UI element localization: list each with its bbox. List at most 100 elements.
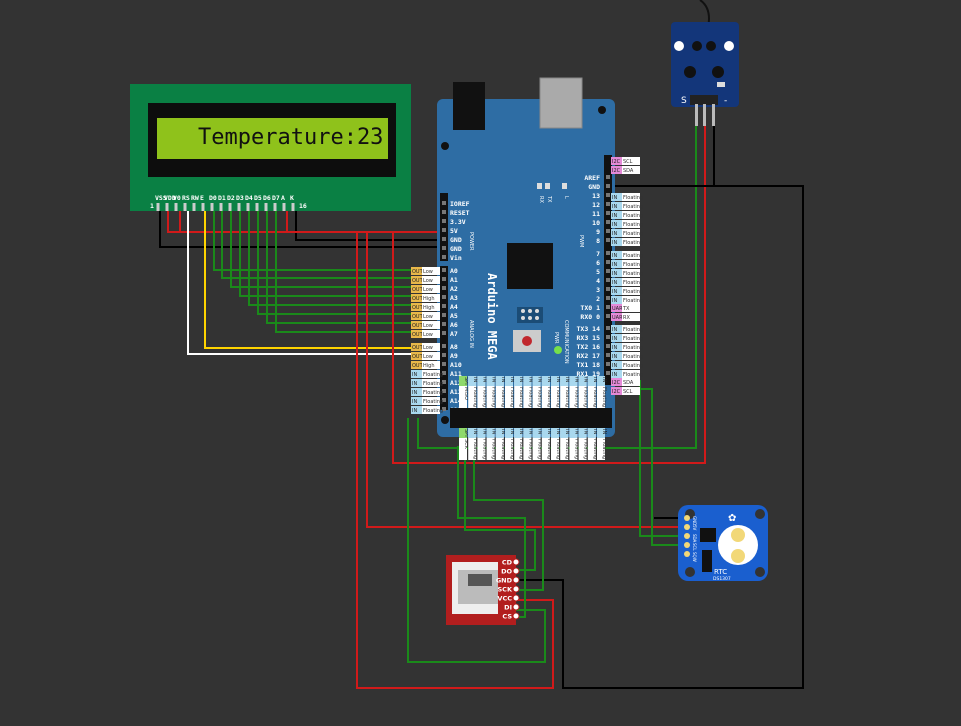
wire-gnd-bus[interactable] [515,185,804,689]
analog-pin[interactable] [442,380,446,384]
comm-pin[interactable] [606,326,610,330]
wire-d2[interactable] [230,210,443,288]
rtc-pin[interactable] [684,551,690,557]
sensor-pin[interactable] [712,104,715,126]
rtc-pin[interactable] [684,524,690,530]
wire-sensor-gnd[interactable] [610,120,715,187]
power-pin[interactable] [442,237,446,241]
sd-pin[interactable] [512,585,520,593]
comm-pin[interactable] [606,314,610,318]
sd-pin[interactable] [512,567,520,575]
analog-pin[interactable] [442,286,446,290]
lcd-pin[interactable] [228,203,232,211]
wire-sd-do[interactable] [464,446,536,571]
temperature-sensor[interactable]: S - [671,0,739,126]
analog-pin[interactable] [442,353,446,357]
wire-d3[interactable] [239,210,443,297]
wire-sd-sck[interactable] [473,446,544,591]
rtc-pin[interactable] [684,515,690,521]
power-pin[interactable] [442,210,446,214]
sensor-pin[interactable] [703,104,706,126]
analog-pin[interactable] [442,344,446,348]
analog-pin[interactable] [442,304,446,308]
analog-pin[interactable] [442,371,446,375]
comm-pin[interactable] [606,335,610,339]
digital-pin[interactable] [606,296,610,300]
lcd-pin[interactable] [291,203,295,211]
digital-pin[interactable] [606,229,610,233]
analog-pin[interactable] [442,331,446,335]
reset-button[interactable] [522,336,532,346]
digital-pin[interactable] [606,175,610,179]
analog-pin[interactable] [442,407,446,411]
wire-sd-di[interactable] [407,418,546,663]
analog-pin[interactable] [442,398,446,402]
lcd-pin[interactable] [165,203,169,211]
digital-pin[interactable] [606,287,610,291]
power-pin[interactable] [442,201,446,205]
wire-sd-cs[interactable] [457,446,526,618]
analog-pin[interactable] [442,277,446,281]
wire-d5[interactable] [257,210,443,315]
wire-d6[interactable] [266,210,443,324]
sd-pin[interactable] [512,576,520,584]
comm-pin[interactable] [606,305,610,309]
sd-pin[interactable] [512,603,520,611]
lcd-pin[interactable] [201,203,205,211]
digital-pin[interactable] [606,193,610,197]
wire-d4[interactable] [248,210,443,306]
wire-rtc-vcc[interactable] [366,232,694,528]
digital-pin[interactable] [606,278,610,282]
analog-pin[interactable] [442,295,446,299]
digital-pin[interactable] [606,202,610,206]
digital-pin[interactable] [606,220,610,224]
power-pin[interactable] [442,246,446,250]
sensor-pin[interactable] [695,104,698,126]
lcd-pin[interactable] [219,203,223,211]
digital-pin[interactable] [606,260,610,264]
wire-sensor-vcc[interactable] [392,120,706,464]
analog-pin[interactable] [442,322,446,326]
digital-pin[interactable] [606,184,610,188]
digital-pin[interactable] [606,238,610,242]
power-pin[interactable] [442,219,446,223]
lcd-pin[interactable] [192,203,196,211]
comm-pin[interactable] [606,362,610,366]
wire-sd-vcc[interactable] [356,232,554,689]
lcd-pin[interactable] [282,203,286,211]
analog-pin[interactable] [442,389,446,393]
digital-pin[interactable] [606,251,610,255]
wire-d1[interactable] [221,210,443,279]
wire-lcd-k-gnd[interactable] [295,210,443,241]
lcd-pin[interactable] [174,203,178,211]
analog-pin[interactable] [442,268,446,272]
wire-lcd-vdd[interactable] [167,210,443,233]
wire-d7[interactable] [275,210,443,333]
power-pin[interactable] [442,228,446,232]
lcd-pin[interactable] [210,203,214,211]
lcd-pin[interactable] [264,203,268,211]
comm-pin[interactable] [606,371,610,375]
sd-pin[interactable] [512,594,520,602]
sd-pin[interactable] [512,558,520,566]
digital-pin[interactable] [606,211,610,215]
rtc-pin[interactable] [684,533,690,539]
wire-lcd-gnd[interactable] [159,210,443,248]
analog-pin[interactable] [442,362,446,366]
wire-lcd-e[interactable] [204,210,443,349]
comm-pin[interactable] [606,344,610,348]
rtc-pin[interactable] [684,542,690,548]
lcd-pin[interactable] [156,203,160,211]
digital-pin[interactable] [606,269,610,273]
lcd-pin[interactable] [246,203,250,211]
arduino-mega[interactable]: RX TX L PWR Arduino MEGA POWER ANALOG IN… [437,77,615,437]
lcd-pin[interactable] [237,203,241,211]
power-pin[interactable] [442,255,446,259]
lcd-pin[interactable] [273,203,277,211]
sd-pin[interactable] [512,612,520,620]
analog-pin[interactable] [442,313,446,317]
comm-pin[interactable] [606,353,610,357]
